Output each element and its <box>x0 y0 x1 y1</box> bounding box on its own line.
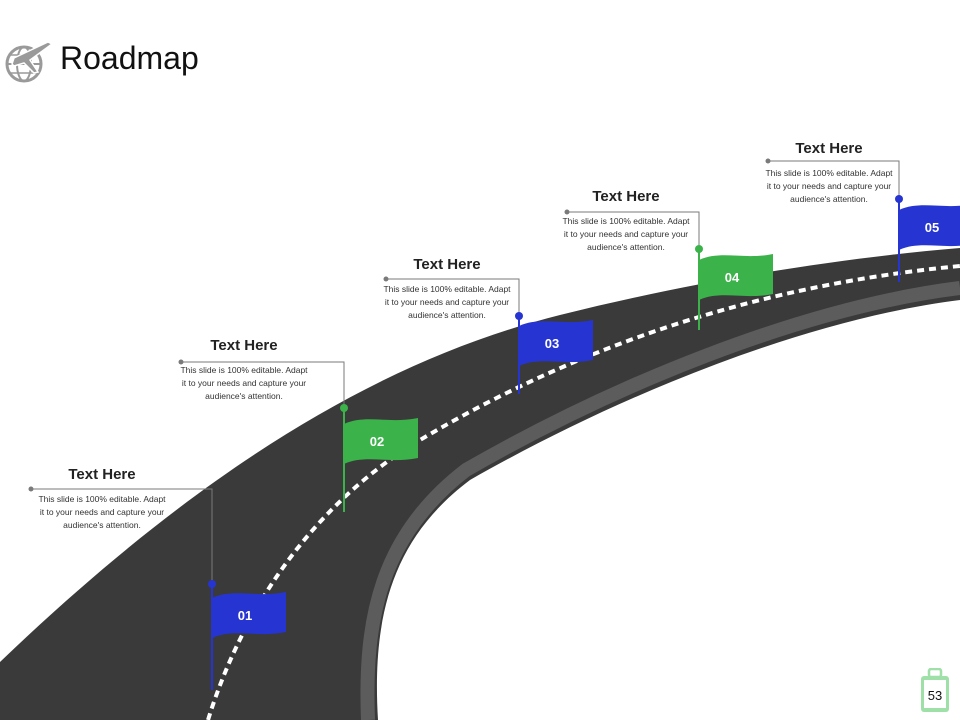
flag-01 <box>212 592 286 638</box>
milestone-description: This slide is 100% editable. Adapt it to… <box>383 284 511 320</box>
milestone-04: 04 <box>564 209 773 330</box>
flag-number: 02 <box>370 434 384 449</box>
leader-line <box>768 160 900 199</box>
leader-line <box>567 211 700 249</box>
leader-dot <box>765 158 771 164</box>
milestone-description: This slide is 100% editable. Adapt it to… <box>562 216 690 252</box>
leader-line <box>181 361 345 408</box>
milestone-description: This slide is 100% editable. Adapt it to… <box>765 168 893 204</box>
milestone-title: Text Here <box>210 337 278 354</box>
milestone-description: This slide is 100% editable. Adapt it to… <box>38 494 166 530</box>
flag-number: 04 <box>725 270 740 285</box>
leader-dot <box>28 486 34 492</box>
airplane-globe-icon <box>5 41 54 83</box>
leader-dot <box>178 359 184 365</box>
milestone-01: 01 <box>28 486 286 690</box>
page-number: 53 <box>927 688 943 703</box>
leader-line <box>386 278 520 316</box>
milestone-description: This slide is 100% editable. Adapt it to… <box>180 365 308 401</box>
milestone-title: Text Here <box>413 256 481 273</box>
road-edge <box>360 281 960 720</box>
flag-number: 01 <box>238 608 252 623</box>
leader-dot <box>564 209 570 215</box>
milestone-02: 02 <box>178 359 418 512</box>
flag-pole-knob <box>340 404 348 412</box>
milestone-05: 05 <box>765 158 960 282</box>
milestone-title: Text Here <box>592 188 660 205</box>
milestone-title: Text Here <box>68 466 136 483</box>
leader-line <box>31 488 213 584</box>
flag-pole-knob <box>208 580 216 588</box>
luggage-icon <box>921 668 949 712</box>
flag-04 <box>699 254 773 300</box>
flag-number: 03 <box>545 336 559 351</box>
flag-pole-knob <box>895 195 903 203</box>
flag-03 <box>519 320 593 366</box>
milestone-title: Text Here <box>795 140 863 157</box>
page-title: Roadmap <box>60 40 199 76</box>
page-number-badge: 53 <box>918 668 952 714</box>
milestone-03: 03 <box>383 276 593 394</box>
flag-05 <box>899 205 960 250</box>
flag-02 <box>344 418 418 464</box>
flag-pole-knob <box>515 312 523 320</box>
leader-dot <box>383 276 389 282</box>
flag-number: 05 <box>925 220 939 235</box>
flag-pole-knob <box>695 245 703 253</box>
